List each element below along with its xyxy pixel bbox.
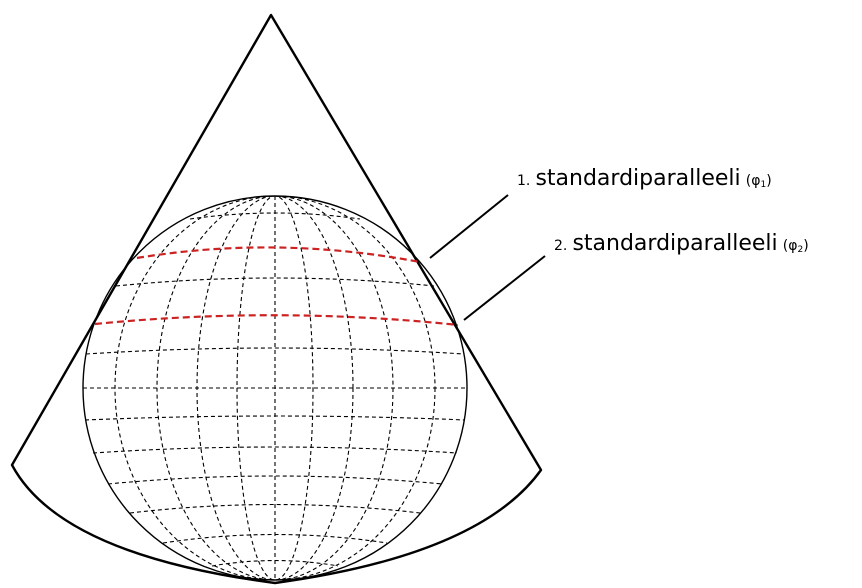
standard-parallel-1-label: 1. standardiparalleeli (φ1) [517,166,772,191]
standard-parallel-1 [136,246,421,264]
graticule-parallels [83,212,467,567]
label-number: 1. [517,173,531,189]
label-subscript: 1 [760,180,767,190]
standard-parallel-2 [94,314,459,327]
phi-symbol: φ [751,173,761,189]
standard-parallel-2-label: 2. standardiparalleeli (φ2) [554,231,809,256]
parallel [85,347,465,355]
cone-outline [10,13,543,585]
label-text: standardiparalleeli [535,166,741,191]
phi-symbol: φ [788,238,798,254]
parallel [84,415,466,421]
parallel [189,212,361,220]
globe [82,195,468,581]
parallel [162,533,388,544]
label-number: 2. [554,238,568,254]
label-text: standardiparalleeli [572,231,778,256]
parallel [129,503,421,514]
parallel [92,446,458,454]
parallel [107,475,443,485]
label-subscript: 2 [797,245,804,255]
leader-line-2 [463,255,546,321]
globe-outline [82,195,468,581]
standard-parallels [94,246,459,327]
leader-line-1 [429,194,509,259]
parallel [211,559,339,567]
